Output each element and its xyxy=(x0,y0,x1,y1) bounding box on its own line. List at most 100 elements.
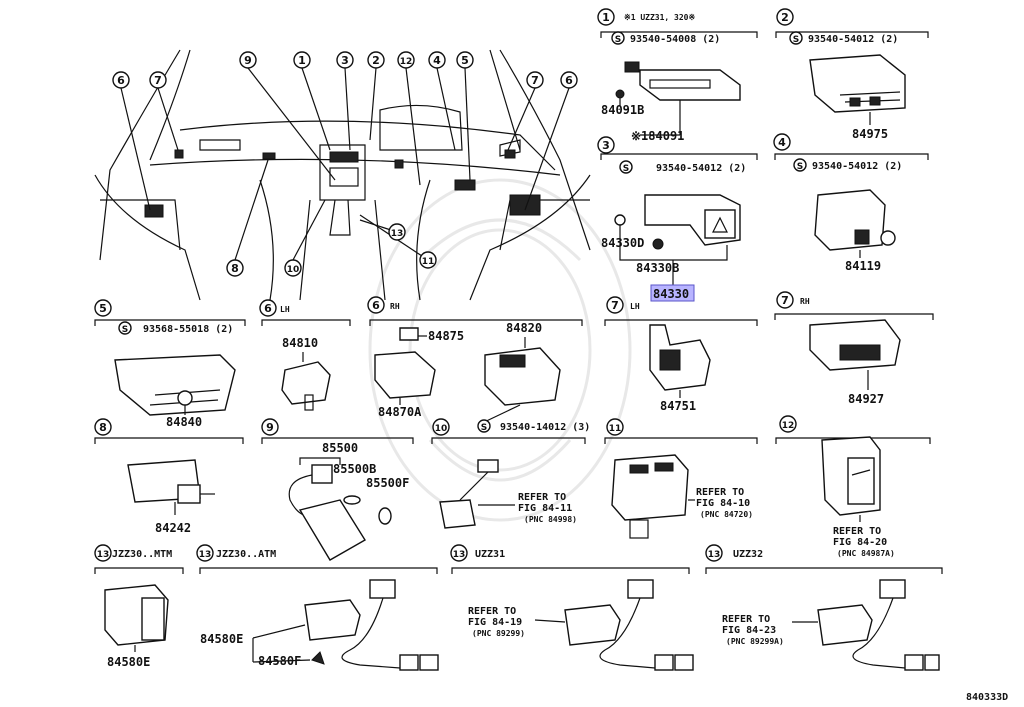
svg-text:93540-14012 (3): 93540-14012 (3) xyxy=(500,422,590,433)
svg-text:(PNC 89299): (PNC 89299) xyxy=(472,629,525,638)
svg-text:1: 1 xyxy=(298,54,306,67)
svg-text:5: 5 xyxy=(99,302,107,315)
svg-text:(PNC 84987A): (PNC 84987A) xyxy=(837,549,895,558)
svg-text:84119: 84119 xyxy=(845,259,881,273)
svg-text:6: 6 xyxy=(264,302,272,315)
svg-text:84330D: 84330D xyxy=(601,236,644,250)
svg-text:93540-54012 (2): 93540-54012 (2) xyxy=(808,34,898,45)
highlight-84330[interactable] xyxy=(650,284,695,302)
svg-text:3: 3 xyxy=(341,54,349,67)
svg-text:7: 7 xyxy=(611,299,619,312)
svg-text:FIG 84-23: FIG 84-23 xyxy=(722,625,776,636)
svg-text:REFER TO: REFER TO xyxy=(468,606,516,617)
svg-text:6: 6 xyxy=(117,74,125,87)
svg-text:13: 13 xyxy=(97,550,110,560)
svg-text:7: 7 xyxy=(531,74,539,87)
panel-8: 8 84242 xyxy=(94,418,244,535)
svg-text:84810: 84810 xyxy=(282,336,318,350)
panel-13-mtm: 13 JZZ30..MTM 84580E xyxy=(94,544,184,669)
svg-text:S: S xyxy=(623,164,629,174)
svg-text:UZZ31: UZZ31 xyxy=(475,549,505,560)
svg-text:FIG 84-20: FIG 84-20 xyxy=(833,537,887,548)
svg-text:2: 2 xyxy=(372,54,380,67)
svg-text:12: 12 xyxy=(782,421,795,431)
panel-6-rh: 6 RH 84875 84820 84870A S 93540-14012 (3… xyxy=(367,296,590,433)
callout-3: 3 xyxy=(336,51,354,69)
svg-text:11: 11 xyxy=(422,257,435,267)
panel-13-atm: 13 JZZ30..ATM 84580E 84580F xyxy=(196,544,439,671)
svg-text:S: S xyxy=(793,35,799,45)
panel-12: 12 REFER TO FIG 84-20 (PNC 84987A) xyxy=(775,415,931,558)
svg-text:93540-54012 (2): 93540-54012 (2) xyxy=(812,161,902,172)
svg-text:85500F: 85500F xyxy=(366,476,409,490)
svg-text:JZZ30..MTM: JZZ30..MTM xyxy=(112,549,172,560)
panel-10: 10 REFER TO FIG 84-11 (PNC 84998) xyxy=(431,418,586,529)
svg-text:84870A: 84870A xyxy=(378,405,422,419)
callout-8: 8 xyxy=(226,259,244,277)
svg-text:6: 6 xyxy=(372,299,380,312)
svg-text:REFER TO: REFER TO xyxy=(518,492,566,503)
svg-text:FIG 84-19: FIG 84-19 xyxy=(468,617,522,628)
svg-text:LH: LH xyxy=(630,302,640,311)
svg-text:LH: LH xyxy=(280,305,290,314)
svg-text:9: 9 xyxy=(244,54,252,67)
panel-4: 4 S 93540-54012 (2) 84119 xyxy=(773,133,929,273)
svg-text:(PNC 84998): (PNC 84998) xyxy=(524,515,577,524)
svg-text:4: 4 xyxy=(778,136,786,149)
svg-text:8: 8 xyxy=(99,421,107,434)
svg-text:REFER TO: REFER TO xyxy=(722,614,770,625)
svg-text:S: S xyxy=(797,162,803,172)
panel-7-rh: 7 RH 84927 xyxy=(774,291,934,406)
callout-1: 1 xyxy=(293,51,311,69)
callout-7-right: 7 xyxy=(526,71,544,89)
svg-text:84242: 84242 xyxy=(155,521,191,535)
svg-text:84875: 84875 xyxy=(428,329,464,343)
svg-text:7: 7 xyxy=(781,294,789,307)
svg-text:84580F: 84580F xyxy=(258,654,301,668)
interior-overview: 6 7 9 1 3 2 12 4 5 7 6 8 10 13 11 xyxy=(94,49,591,301)
svg-text:8: 8 xyxy=(231,262,239,275)
panel-11: 11 REFER TO FIG 84-10 (PNC 84720) xyxy=(604,418,758,539)
svg-text:84820: 84820 xyxy=(506,321,542,335)
svg-text:84580E: 84580E xyxy=(200,632,243,646)
callout-7-left: 7 xyxy=(149,71,167,89)
svg-text:85500B: 85500B xyxy=(333,462,376,476)
svg-text:REFER TO: REFER TO xyxy=(833,526,881,537)
svg-text:10: 10 xyxy=(287,265,300,275)
svg-text:6: 6 xyxy=(565,74,573,87)
svg-text:10: 10 xyxy=(435,424,448,434)
panel-3: 3 S 93540-54012 (2) 84330D 84330B 84330 xyxy=(597,136,758,302)
panel-13-uzz31: 13 UZZ31 REFER TO FIG 84-19 (PNC 89299) xyxy=(450,544,694,671)
svg-text:RH: RH xyxy=(390,302,400,311)
svg-text:3: 3 xyxy=(602,139,610,152)
svg-text:7: 7 xyxy=(154,74,162,87)
svg-text:93540-54012 (2): 93540-54012 (2) xyxy=(656,163,746,174)
panel-13-uzz32: 13 UZZ32 REFER TO FIG 84-23 (PNC 89299A) xyxy=(705,544,943,671)
svg-text:S: S xyxy=(122,325,128,335)
svg-text:2: 2 xyxy=(781,11,789,24)
callout-10: 10 xyxy=(284,259,302,277)
svg-text:※1 UZZ31, 320※: ※1 UZZ31, 320※ xyxy=(624,13,696,22)
svg-text:84330B: 84330B xyxy=(636,261,679,275)
svg-text:JZZ30..ATM: JZZ30..ATM xyxy=(216,549,276,560)
svg-text:93568-55018 (2): 93568-55018 (2) xyxy=(143,324,233,335)
callout-12: 12 xyxy=(397,51,415,69)
svg-text:13: 13 xyxy=(199,550,212,560)
svg-text:(PNC 84720): (PNC 84720) xyxy=(700,510,753,519)
svg-text:84091B: 84091B xyxy=(601,103,644,117)
svg-text:85500: 85500 xyxy=(322,441,358,455)
svg-text:13: 13 xyxy=(708,550,721,560)
svg-text:(PNC 89299A): (PNC 89299A) xyxy=(726,637,784,646)
svg-text:FIG 84-10: FIG 84-10 xyxy=(696,498,750,509)
panel-7-lh: 7 LH 84751 xyxy=(604,296,758,413)
svg-text:※184091: ※184091 xyxy=(631,129,684,143)
panel-1: 1 ※1 UZZ31, 320※ S 93540-54008 (2) 84091… xyxy=(597,8,758,143)
panel-9: 9 85500 85500B 85500F xyxy=(261,418,414,561)
svg-text:13: 13 xyxy=(453,550,466,560)
svg-text:9: 9 xyxy=(266,421,274,434)
svg-text:84975: 84975 xyxy=(852,127,888,141)
callout-6-left: 6 xyxy=(112,71,130,89)
svg-text:REFER TO: REFER TO xyxy=(696,487,744,498)
svg-text:5: 5 xyxy=(461,54,469,67)
